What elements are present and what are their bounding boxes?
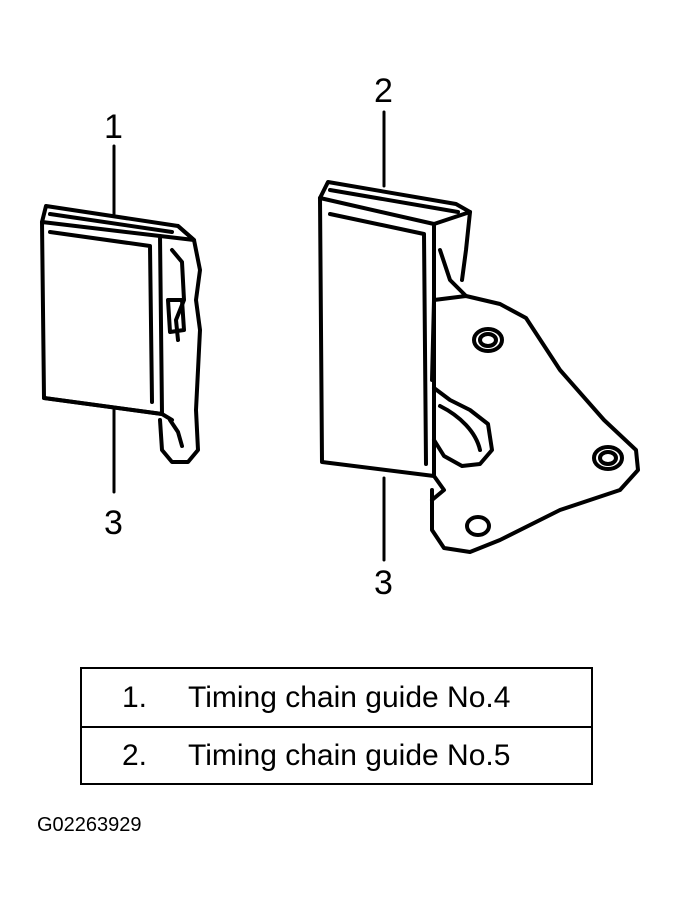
- callout-label-2: 2: [374, 72, 393, 110]
- figure-code: G02263929: [37, 814, 142, 836]
- mount-hole-right: [592, 445, 624, 471]
- legend-row-number: 1.: [122, 681, 148, 714]
- mount-hole-top: [472, 327, 504, 353]
- guide-no5-mount-plate: [430, 294, 640, 554]
- guide-no5-top-face: [318, 180, 472, 226]
- parts-illustration: [40, 110, 640, 562]
- guide-no4-mount-tab: [158, 224, 202, 464]
- legend-row-description: Timing chain guide No.5: [188, 739, 511, 772]
- timing-chain-guide-no4-drawing: [40, 204, 202, 464]
- timing-chain-guide-no5-drawing: [318, 180, 640, 554]
- guide-no4-front-face: [40, 220, 164, 416]
- callout-label-1: 1: [104, 108, 123, 146]
- legend-row-number: 2.: [122, 739, 148, 772]
- parts-legend-table: 1. Timing chain guide No.4 2. Timing cha…: [80, 667, 593, 785]
- mount-hole-bottom: [465, 515, 491, 537]
- legend-row: 2. Timing chain guide No.5: [82, 727, 591, 784]
- legend-row: 1. Timing chain guide No.4: [82, 669, 591, 728]
- callout-label-3-left: 3: [104, 504, 123, 542]
- guide-no5-front-face: [318, 196, 436, 478]
- legend-row-description: Timing chain guide No.4: [188, 681, 511, 714]
- callout-label-3-right: 3: [374, 564, 393, 602]
